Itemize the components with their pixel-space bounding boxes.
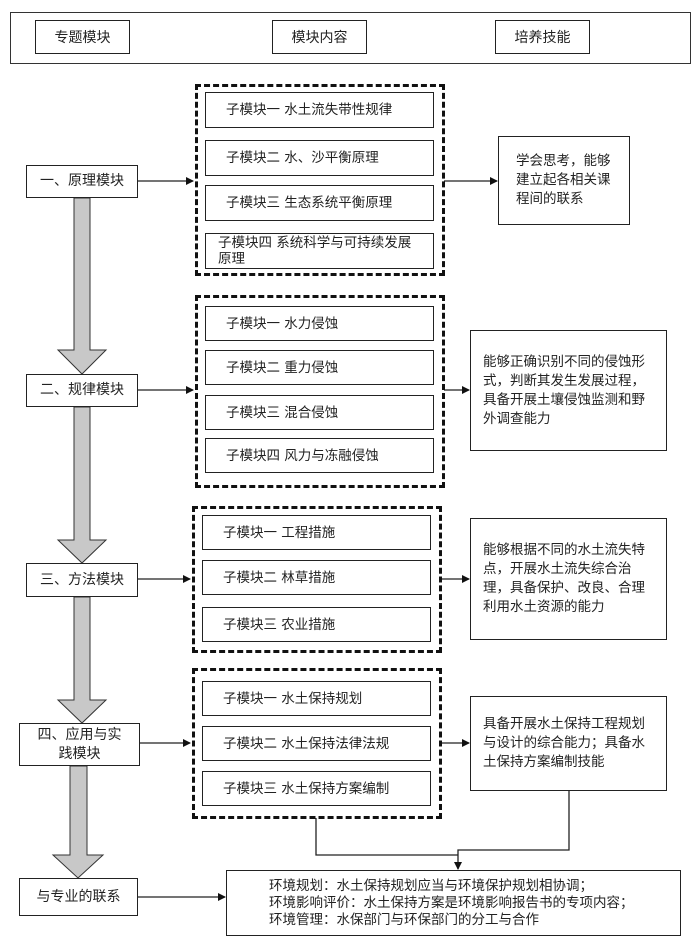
submodule-item: 子模块三 农业措施 <box>202 607 431 642</box>
header-bar <box>10 12 691 64</box>
submodule-item: 子模块二 重力侵蚀 <box>205 350 434 385</box>
submodule-item: 子模块二 水、沙平衡原理 <box>205 140 434 176</box>
skill-text: 能够正确识别不同的侵蚀形式，判断其发生发展过程，具备开展土壤侵蚀监测和野外调查能… <box>483 353 645 427</box>
flow-arrow-2-3 <box>56 406 108 564</box>
header-label: 培养技能 <box>514 30 571 46</box>
header-topic-module: 专题模块 <box>35 20 130 54</box>
module-label: 三、方法模块 <box>40 571 124 588</box>
skill-box-law: 能够正确识别不同的侵蚀形式，判断其发生发展过程，具备开展土壤侵蚀监测和野外调查能… <box>470 330 667 451</box>
relation-line: 环境影响评价：水土保持方案是环境影响报告书的专项内容； <box>269 894 634 911</box>
header-label: 模块内容 <box>291 30 348 46</box>
module-label: 四、应用与实践模块 <box>37 726 122 762</box>
submodule-item: 子模块一 水土保持规划 <box>202 681 431 716</box>
submodule-group-method <box>192 506 442 653</box>
module-label: 二、规律模块 <box>40 382 124 398</box>
relation-line: 环境规划：水土保持规划应当与环境保护规划相协调； <box>269 877 593 894</box>
skill-text: 具备开展水土保持工程规划与设计的综合能力；具备水土保持方案编制技能 <box>483 716 645 770</box>
submodule-label: 子模块二 水土保持法律法规 <box>223 735 390 752</box>
header-module-content: 模块内容 <box>272 20 367 54</box>
skill-box-principle: 学会思考，能够建立起各相关课程间的联系 <box>498 136 630 225</box>
submodule-label: 子模块二 林草措施 <box>223 569 336 586</box>
relation-line: 环境管理：水保部门与环保部门的分工与合作 <box>269 911 539 928</box>
submodule-label: 子模块四 系统科学与可持续发展原理 <box>218 235 412 267</box>
skill-box-method: 能够根据不同的水土流失特点，开展水土流失综合治理，具备保护、改良、合理利用水土资… <box>470 518 667 640</box>
relation-details-box: 环境规划：水土保持规划应当与环境保护规划相协调； 环境影响评价：水土保持方案是环… <box>226 870 681 936</box>
submodule-item: 子模块三 生态系统平衡原理 <box>205 185 434 221</box>
submodule-label: 子模块三 生态系统平衡原理 <box>226 195 393 211</box>
flow-arrow-4-relation <box>51 765 105 879</box>
module-professional-relation: 与专业的联系 <box>19 878 138 916</box>
submodule-group-principle <box>195 84 445 276</box>
submodule-group-application <box>192 668 442 819</box>
skill-box-application: 具备开展水土保持工程规划与设计的综合能力；具备水土保持方案编制技能 <box>470 696 667 791</box>
submodule-item: 子模块一 水土流失带性规律 <box>205 92 434 128</box>
connector-group4-down <box>315 818 458 856</box>
submodule-group-law <box>195 295 445 488</box>
submodule-item: 子模块四 风力与冻融侵蚀 <box>205 438 434 473</box>
skill-text: 学会思考，能够建立起各相关课程间的联系 <box>516 153 611 207</box>
submodule-label: 子模块二 水、沙平衡原理 <box>226 150 379 166</box>
submodule-item: 子模块一 工程措施 <box>202 515 431 550</box>
submodule-label: 子模块二 重力侵蚀 <box>226 359 339 376</box>
skill-text: 能够根据不同的水土流失特点，开展水土流失综合治理，具备保护、改良、合理利用水土资… <box>483 542 645 615</box>
module-principle: 一、原理模块 <box>26 165 138 198</box>
submodule-item: 子模块二 林草措施 <box>202 560 431 595</box>
module-law: 二、规律模块 <box>26 374 138 407</box>
submodule-label: 子模块三 水土保持方案编制 <box>223 780 390 797</box>
module-application: 四、应用与实践模块 <box>19 723 140 766</box>
submodule-item: 子模块一 水力侵蚀 <box>205 306 434 341</box>
submodule-label: 子模块一 水力侵蚀 <box>226 315 339 332</box>
module-method: 三、方法模块 <box>26 563 138 597</box>
flow-arrow-1-2 <box>56 197 108 375</box>
submodule-label: 子模块一 工程措施 <box>223 524 336 541</box>
header-skills: 培养技能 <box>495 20 590 54</box>
submodule-item: 子模块二 水土保持法律法规 <box>202 726 431 761</box>
submodule-item: 子模块三 水土保持方案编制 <box>202 771 431 806</box>
submodule-item: 子模块四 系统科学与可持续发展原理 <box>205 233 434 269</box>
connector-skill4-down <box>454 790 570 870</box>
submodule-label: 子模块四 风力与冻融侵蚀 <box>226 447 379 464</box>
submodule-label: 子模块一 水土保持规划 <box>223 690 363 707</box>
module-label: 一、原理模块 <box>40 173 124 189</box>
submodule-label: 子模块三 混合侵蚀 <box>226 404 339 421</box>
submodule-label: 子模块三 农业措施 <box>223 616 336 633</box>
module-label: 与专业的联系 <box>36 888 121 905</box>
flow-arrow-3-4 <box>56 596 108 724</box>
header-label: 专题模块 <box>54 30 111 46</box>
submodule-item: 子模块三 混合侵蚀 <box>205 395 434 430</box>
submodule-label: 子模块一 水土流失带性规律 <box>226 102 393 118</box>
